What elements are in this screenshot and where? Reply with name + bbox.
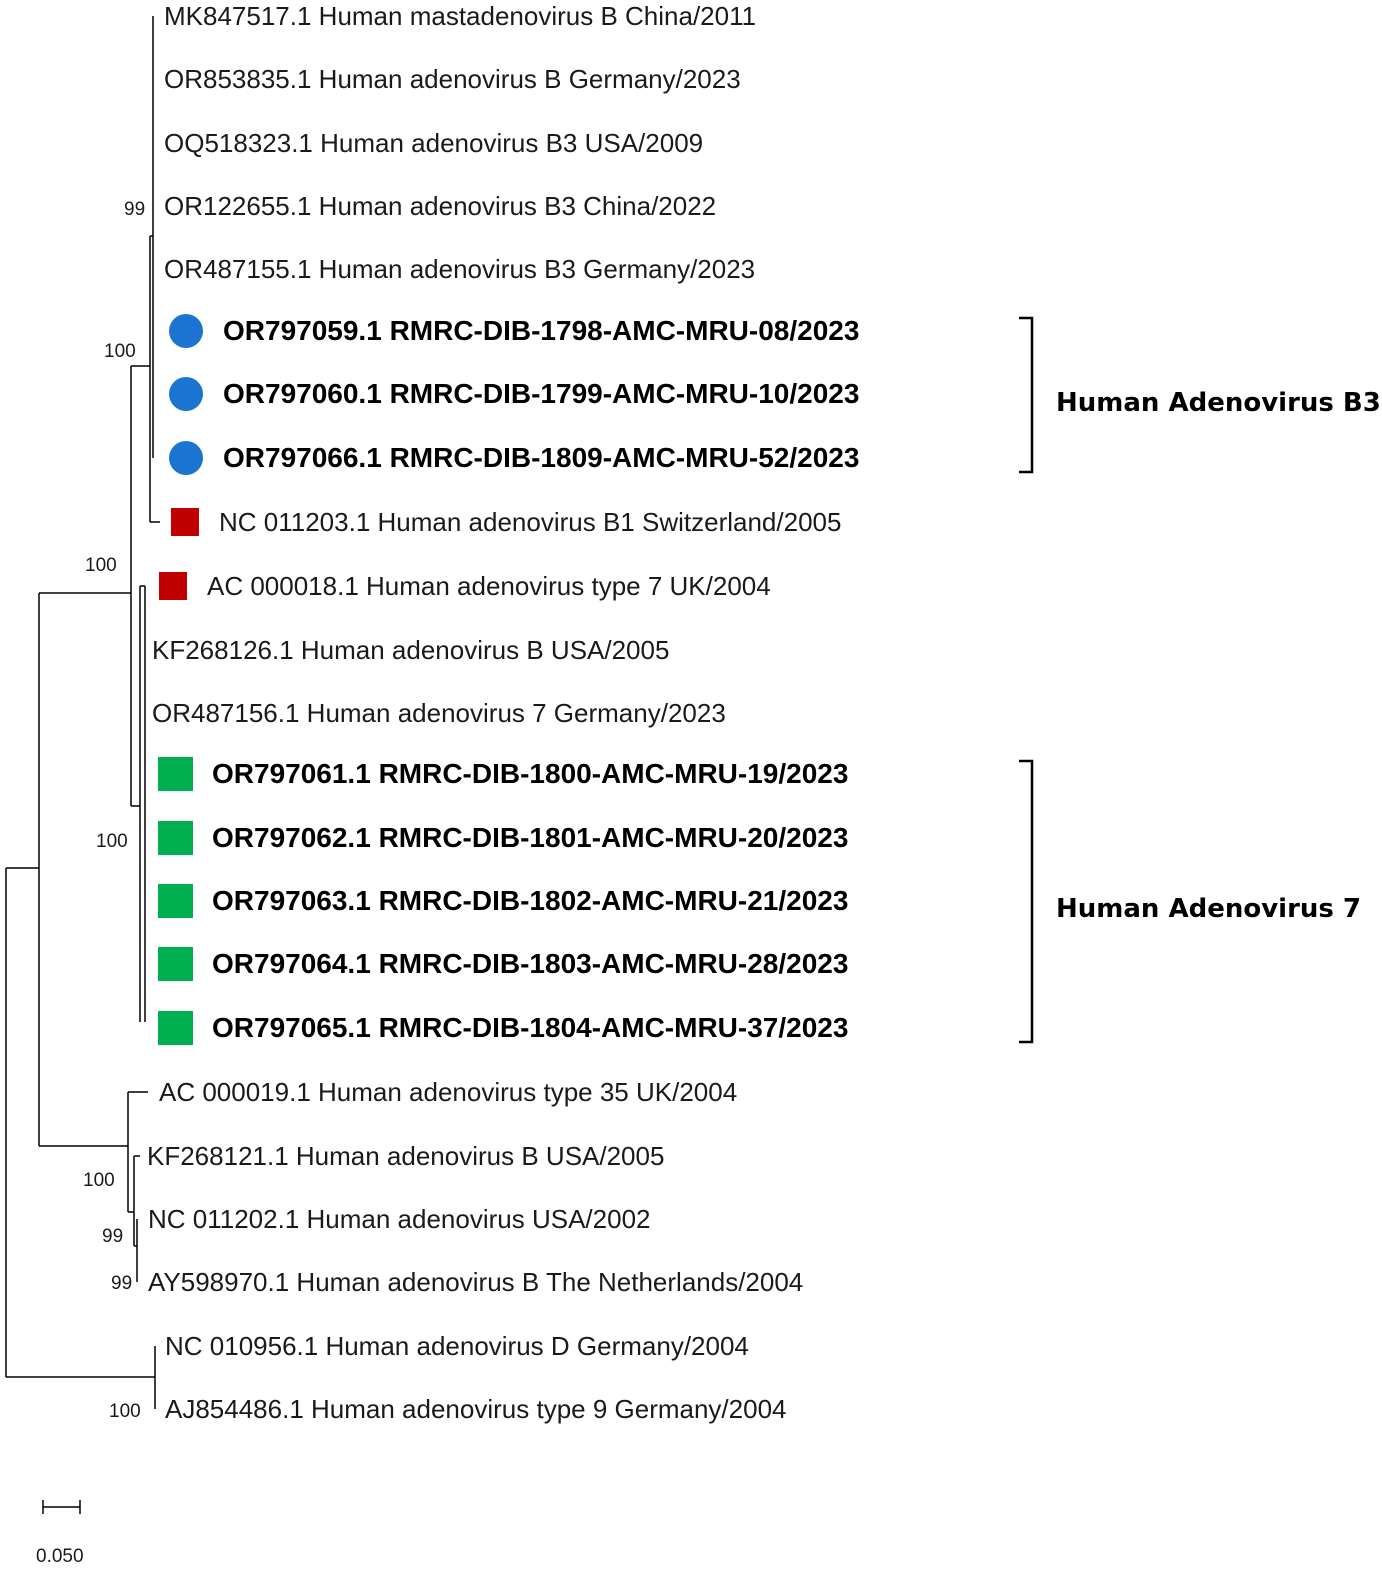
leaf-label: OR797062.1 RMRC-DIB-1801-AMC-MRU-20/2023 — [212, 822, 848, 853]
bootstrap-value: 100 — [96, 831, 128, 852]
bootstrap-value: 100 — [85, 555, 117, 576]
branch-b7-clade — [139, 585, 145, 1022]
bootstrap-value: 100 — [104, 341, 136, 362]
leaf-label: AC 000019.1 Human adenovirus type 35 UK/… — [159, 1077, 737, 1107]
group-brackets: Human Adenovirus B3 Human Adenovirus 7 — [1019, 316, 1381, 1044]
bracket-b7 — [1019, 759, 1034, 1044]
bootstrap-value: 99 — [102, 1226, 123, 1247]
leaf-label: OR487155.1 Human adenovirus B3 Germany/2… — [164, 254, 755, 284]
leaf-label: OQ518323.1 Human adenovirus B3 USA/2009 — [164, 128, 703, 158]
scale-bar-line — [42, 1500, 81, 1514]
leaf-label: OR797063.1 RMRC-DIB-1802-AMC-MRU-21/2023 — [212, 885, 848, 916]
leaf-label: NC 010956.1 Human adenovirus D Germany/2… — [165, 1331, 749, 1361]
bootstrap-value: 100 — [83, 1170, 115, 1191]
bootstrap-values: 99 100 100 100 100 99 99 100 — [83, 199, 145, 1422]
blue-circle-marker — [169, 377, 203, 411]
leaf-label: AJ854486.1 Human adenovirus type 9 Germa… — [165, 1394, 787, 1424]
leaf-label: AY598970.1 Human adenovirus B The Nether… — [148, 1267, 803, 1297]
green-square-marker — [158, 884, 193, 918]
leaf-label: OR797066.1 RMRC-DIB-1809-AMC-MRU-52/2023 — [223, 442, 859, 473]
green-square-marker — [158, 947, 193, 981]
leaf-label: OR853835.1 Human adenovirus B Germany/20… — [164, 64, 741, 94]
bootstrap-value: 99 — [111, 1273, 132, 1294]
leaf-label: MK847517.1 Human mastadenovirus B China/… — [164, 1, 756, 31]
bootstrap-value: 99 — [124, 199, 145, 220]
leaf-label: KF268121.1 Human adenovirus B USA/2005 — [147, 1141, 664, 1171]
green-square-marker — [158, 821, 193, 855]
bracket-b3 — [1019, 316, 1034, 474]
blue-circle-marker — [169, 314, 203, 348]
leaf-label: OR797059.1 RMRC-DIB-1798-AMC-MRU-08/2023 — [223, 315, 859, 346]
leaf-labels: MK847517.1 Human mastadenovirus B China/… — [147, 1, 859, 1424]
leaf-label: OR122655.1 Human adenovirus B3 China/202… — [164, 191, 716, 221]
group-label-b3: Human Adenovirus B3 — [1056, 388, 1381, 418]
blue-circle-marker — [169, 441, 203, 475]
group-label-b7: Human Adenovirus 7 — [1056, 894, 1361, 924]
leaf-label: OR487156.1 Human adenovirus 7 Germany/20… — [152, 698, 726, 728]
green-square-marker — [158, 757, 193, 791]
scale-bar-label: 0.050 — [36, 1546, 84, 1567]
tree-branches — [5, 16, 160, 1409]
scale-bar: 0.050 — [36, 1500, 84, 1567]
leaf-label: OR797061.1 RMRC-DIB-1800-AMC-MRU-19/2023 — [212, 758, 848, 789]
red-square-marker — [171, 508, 199, 536]
red-square-marker — [159, 572, 187, 600]
leaf-label: KF268126.1 Human adenovirus B USA/2005 — [152, 635, 669, 665]
leaf-markers — [158, 314, 203, 1045]
branch-b3-b7-node — [130, 365, 150, 807]
leaf-label: OR797060.1 RMRC-DIB-1799-AMC-MRU-10/2023 — [223, 378, 859, 409]
branch-b3-clade — [149, 235, 160, 523]
bootstrap-value: 100 — [109, 1401, 141, 1422]
green-square-marker — [158, 1011, 193, 1045]
leaf-label: NC 011202.1 Human adenovirus USA/2002 — [148, 1204, 651, 1234]
branch-b2-clade — [127, 1091, 148, 1213]
leaf-label: AC 000018.1 Human adenovirus type 7 UK/2… — [207, 571, 771, 601]
leaf-label: OR797064.1 RMRC-DIB-1803-AMC-MRU-28/2023 — [212, 948, 848, 979]
leaf-label: NC 011203.1 Human adenovirus B1 Switzerl… — [219, 507, 841, 537]
leaf-label: OR797065.1 RMRC-DIB-1804-AMC-MRU-37/2023 — [212, 1012, 848, 1043]
branch-root — [5, 867, 155, 1378]
branch-b-clade — [38, 592, 131, 1147]
